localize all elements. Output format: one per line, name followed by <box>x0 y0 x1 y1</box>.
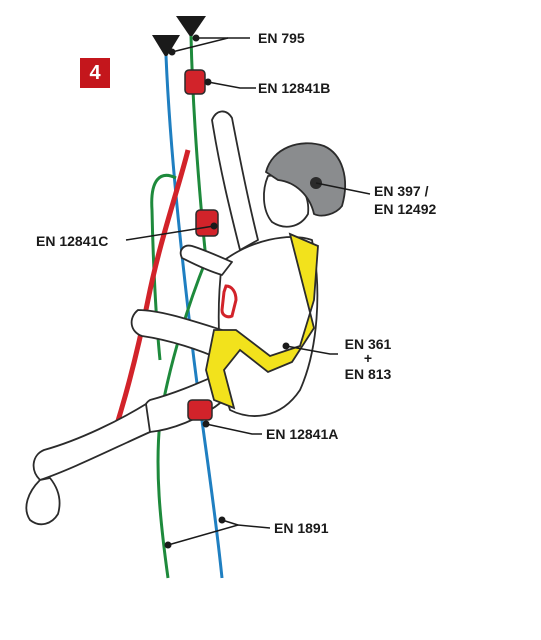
label-ropes: EN 1891 <box>274 520 328 536</box>
anchor-right-icon <box>176 16 206 38</box>
top-ascender-icon <box>185 70 205 94</box>
label-helmet-line1: EN 397 / <box>374 183 428 199</box>
anchor-left-icon <box>152 35 180 58</box>
label-top-ascender: EN 12841B <box>258 80 330 96</box>
label-helmet-line2: EN 12492 <box>374 201 436 217</box>
step-number-badge: 4 <box>80 58 110 88</box>
green-rope <box>158 36 206 578</box>
label-foot-device: EN 12841A <box>266 426 338 442</box>
label-anchors: EN 795 <box>258 30 305 46</box>
label-harness-line2: + <box>338 350 398 366</box>
label-chest-ascender: EN 12841C <box>36 233 108 249</box>
foot-device-icon <box>188 400 212 420</box>
label-harness-line3: EN 813 <box>338 366 398 382</box>
